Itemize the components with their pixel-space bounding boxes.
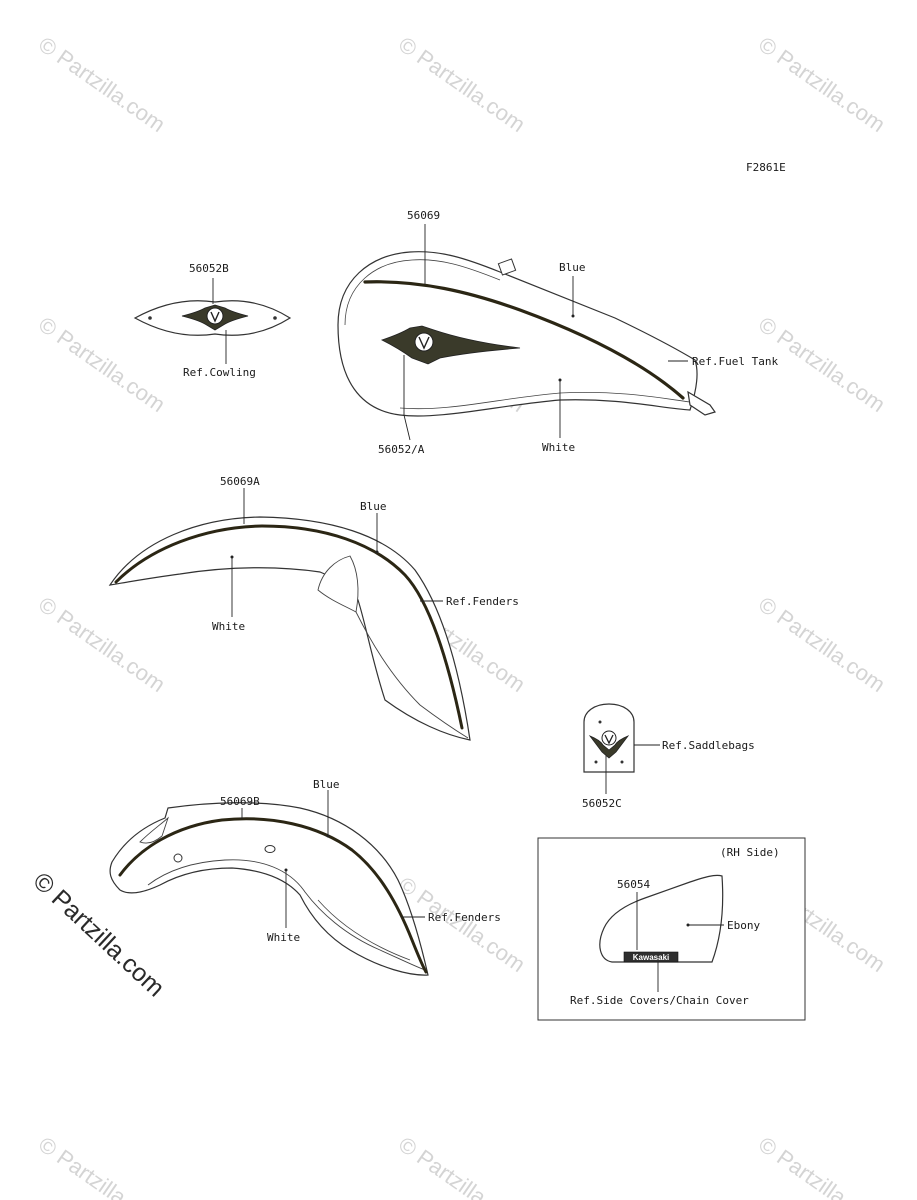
side-cover-side-note: (RH Side) [720, 846, 780, 859]
kawasaki-logo-badge [623, 951, 679, 963]
watermark: © Partzilla.com [754, 32, 890, 138]
rear-fender-bolt-hole [173, 853, 183, 863]
leader-dot [686, 923, 690, 927]
rear-fender-lower-line [317, 899, 411, 961]
saddlebag-mount-hole [620, 760, 624, 764]
rear-fender-inner-curve [147, 859, 426, 971]
saddlebag-part-number: 56052C [582, 797, 622, 810]
fuel-tank-outline [337, 251, 698, 417]
front-fender-upper-color: Blue [360, 500, 387, 513]
saddlebag-emblem-wing [588, 735, 630, 759]
v-logo-icon [601, 730, 617, 746]
leader-dot [326, 834, 330, 838]
leader-dot [558, 378, 562, 382]
cowling-emblem-group: 56052B Ref.Cowling [133, 262, 292, 379]
watermark-layer: © Partzilla.com © Partzilla.com © Partzi… [28, 32, 890, 1200]
rear-fender-group: 56069B Blue Ref.Fenders White [109, 778, 501, 976]
leader-line [403, 355, 411, 441]
saddlebag-mount-hole [598, 720, 602, 724]
leader-dot [284, 868, 288, 872]
fuel-tank-stripe-part-number: 56069 [407, 209, 440, 222]
front-fender-lower-panel [355, 611, 469, 739]
fuel-tank-upper-color: Blue [559, 261, 586, 274]
rear-fender-upper-color: Blue [313, 778, 340, 791]
fuel-tank-emblem-part-number: 56052/A [378, 443, 425, 456]
fuel-tank-ref: Ref.Fuel Tank [692, 355, 778, 368]
watermark: © Partzilla.com [34, 32, 170, 138]
rear-fender-lower-color: White [267, 931, 300, 944]
watermark: © Partzilla.com [394, 1132, 530, 1200]
rear-fender-notch [139, 816, 169, 844]
saddlebag-emblem-group: Ref.Saddlebags 56052C [582, 703, 755, 810]
rear-fender-part-number: 56069B [220, 795, 260, 808]
front-fender-stripe [114, 524, 464, 730]
leader-dot [230, 555, 234, 559]
fuel-cap-icon [497, 258, 517, 276]
watermark: © Partzilla.com [34, 312, 170, 418]
side-cover-outline [599, 874, 724, 963]
v-logo-mark [604, 734, 614, 745]
fuel-tank-inner-edge [344, 259, 501, 326]
front-fender-ref: Ref.Fenders [446, 595, 519, 608]
fuel-tank-rear-tab [687, 390, 716, 416]
rear-fender-bolt-hole [264, 845, 276, 853]
front-fender-group: 56069A Blue Ref.Fenders White [108, 475, 519, 741]
side-cover-color: Ebony [727, 919, 760, 932]
watermark: © Partzilla.com [394, 32, 530, 138]
side-cover-part-number: 56054 [617, 878, 650, 891]
front-fender-lower-color: White [212, 620, 245, 633]
kawasaki-logo: Kawasaki [633, 953, 669, 962]
leader-dot [571, 314, 575, 318]
fuel-tank-lower-color: White [542, 441, 575, 454]
cowling-mount-hole [273, 316, 277, 320]
watermark: © Partzilla.com [34, 1132, 170, 1200]
front-fender-inner-panel [317, 555, 359, 613]
v-logo-mark [418, 336, 430, 350]
side-cover-group: (RH Side) Kawasaki 56054 Ebony Ref.Side … [537, 837, 806, 1021]
side-cover-ref: Ref.Side Covers/Chain Cover [570, 994, 749, 1007]
fuel-tank-emblem-wing [380, 325, 521, 365]
cowling-ref: Ref.Cowling [183, 366, 256, 379]
rear-fender-stripe [118, 817, 428, 974]
v-logo-mark [210, 311, 220, 323]
watermark: © Partzilla.com [754, 592, 890, 698]
diagram-code: F2861E [746, 161, 786, 174]
watermark: © Partzilla.com [34, 592, 170, 698]
front-fender-part-number: 56069A [220, 475, 260, 488]
fuel-tank-stripe [363, 280, 685, 400]
cowling-mount-hole [148, 316, 152, 320]
rear-fender-ref: Ref.Fenders [428, 911, 501, 924]
front-fender-outline [108, 516, 471, 741]
saddlebag-mount-hole [594, 760, 598, 764]
leader-dot [375, 550, 379, 554]
saddlebag-ref: Ref.Saddlebags [662, 739, 755, 752]
fuel-tank-group: 56069 Blue Ref.Fuel Tank 56052/A White [337, 209, 778, 456]
cowling-part-number: 56052B [189, 262, 229, 275]
watermark: © Partzilla.com [754, 1132, 890, 1200]
